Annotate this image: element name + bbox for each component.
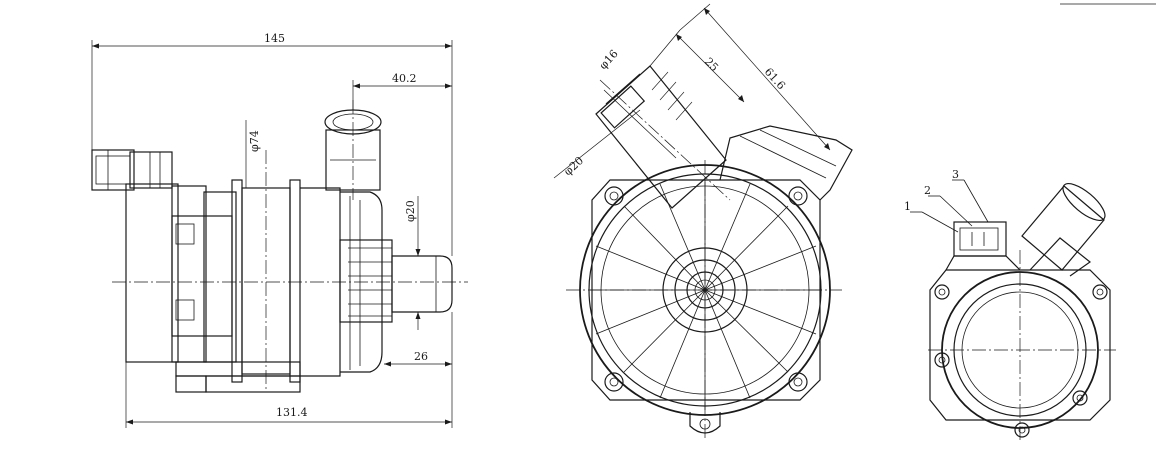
dim-outlet-stub-length: 25 <box>702 55 721 74</box>
dim-outlet-reach: 61.6 <box>762 65 788 92</box>
dim-outlet-offset: 40.2 <box>392 72 417 85</box>
dim-overall-length: 145 <box>264 32 285 45</box>
dim-outlet-outer-diameter: φ20 <box>561 154 586 178</box>
side-view: 145 40.2 φ74 φ20 26 131.4 <box>91 32 468 428</box>
dim-outlet-inner-diameter: φ16 <box>597 47 621 72</box>
rear-view: 1 2 3 <box>904 3 1156 440</box>
dim-base-length: 131.4 <box>276 406 308 419</box>
callout-item-3: 3 <box>952 168 959 181</box>
front-view: φ16 25 61.6 φ20 <box>553 3 853 440</box>
callout-item-2: 2 <box>924 184 931 197</box>
dim-body-diameter: φ74 <box>248 130 261 152</box>
callout-item-1: 1 <box>904 200 911 213</box>
dim-inlet-diameter: φ20 <box>404 200 417 222</box>
dim-inlet-length: 26 <box>414 350 428 363</box>
